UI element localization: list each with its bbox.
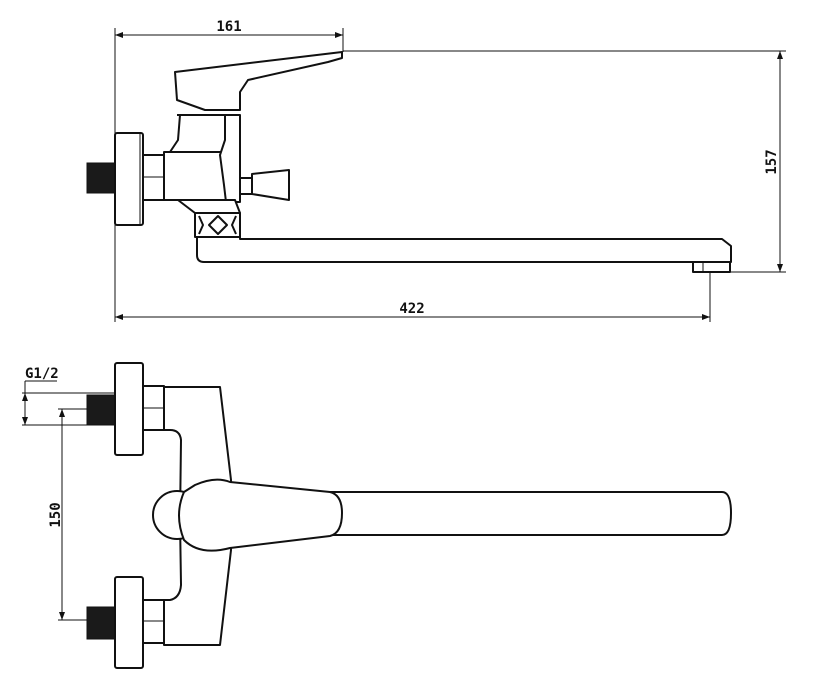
wall-flange-upper [114, 362, 144, 456]
cartridge-housing [177, 114, 241, 203]
dimension-161: 161 [114, 19, 344, 322]
spout-top [329, 491, 732, 536]
side-view: 161 157 422 [86, 19, 786, 322]
lever-handle [174, 51, 343, 111]
thread-connector [86, 162, 116, 194]
top-view: G1/2 150 [22, 362, 732, 669]
dimension-g1-2: G1/2 [22, 366, 115, 426]
lever-handle-top [178, 478, 343, 552]
diverter-knob [251, 169, 290, 201]
dimension-label-157: 157 [764, 149, 780, 174]
dimension-157: 157 [343, 50, 786, 273]
diverter-stem [239, 177, 253, 195]
dimension-label-g1-2: G1/2 [25, 366, 59, 382]
dimension-label-422: 422 [399, 301, 424, 317]
aerator [692, 261, 731, 273]
dimension-422: 422 [115, 272, 711, 322]
wall-flange-lower [114, 576, 144, 669]
spout [196, 236, 732, 263]
dimension-150: 150 [48, 408, 90, 621]
thread-connector-lower [86, 606, 116, 640]
dimension-label-150: 150 [48, 502, 64, 527]
wall-flange [114, 132, 144, 226]
thread-connector-upper [86, 394, 116, 426]
dimension-label-161: 161 [216, 19, 241, 35]
